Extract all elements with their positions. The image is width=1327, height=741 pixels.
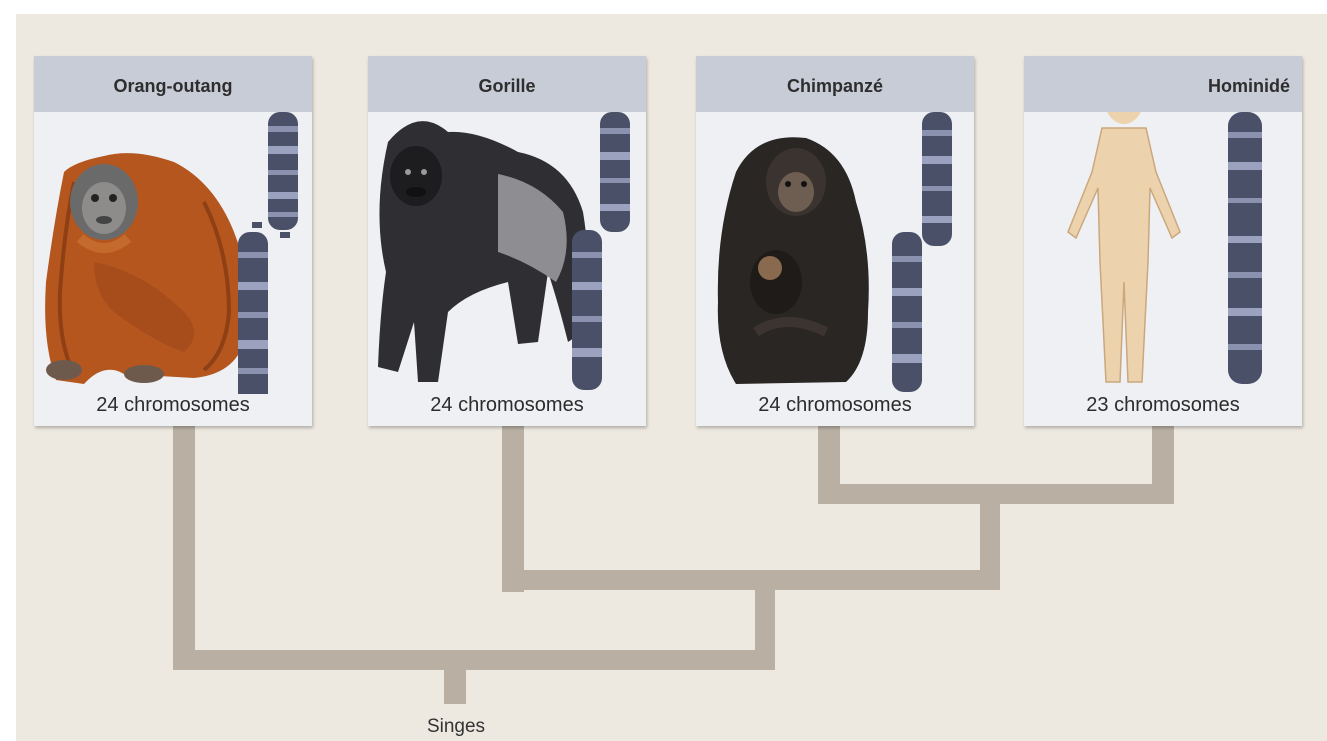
species-card-gorilla: Gorille 24 chrom	[368, 56, 646, 426]
chromosome-count: 24 chromosomes	[34, 394, 312, 417]
chromosome-fused	[1228, 112, 1262, 384]
branch-root-horizontal	[173, 650, 775, 670]
chromosome-lower	[238, 222, 268, 394]
chromosome-lower	[572, 230, 602, 390]
chromosome-upper	[600, 112, 630, 232]
root-label: Singes	[396, 716, 516, 738]
branch-middle-horizontal	[502, 570, 1000, 590]
chromosome-pair	[368, 112, 646, 394]
chromosome-lower	[892, 232, 922, 392]
branch-gorilla	[502, 426, 524, 592]
chromosome-count: 24 chromosomes	[368, 394, 646, 417]
phylogeny-diagram: Orang-outang	[16, 14, 1327, 741]
species-name: Hominidé	[1024, 56, 1302, 112]
chromosome-pair	[34, 112, 312, 394]
branch-top-horizontal	[818, 484, 1174, 504]
species-name: Orang-outang	[34, 56, 312, 112]
species-card-orangutan: Orang-outang	[34, 56, 312, 426]
species-card-human: Hominidé 23 chromosomes	[1024, 56, 1302, 426]
branch-orangutan	[173, 426, 195, 670]
chromosome-count: 23 chromosomes	[1024, 394, 1302, 417]
chromosome-upper	[268, 112, 298, 238]
chromosome-upper	[922, 112, 952, 246]
species-name: Chimpanzé	[696, 56, 974, 112]
species-card-chimpanzee: Chimpanzé	[696, 56, 974, 426]
branch-node-1	[755, 580, 775, 670]
species-name: Gorille	[368, 56, 646, 112]
branch-root-stub	[444, 670, 466, 704]
chromosome-pair	[1024, 112, 1302, 394]
chromosome-pair	[696, 112, 974, 394]
chromosome-count: 24 chromosomes	[696, 394, 974, 417]
